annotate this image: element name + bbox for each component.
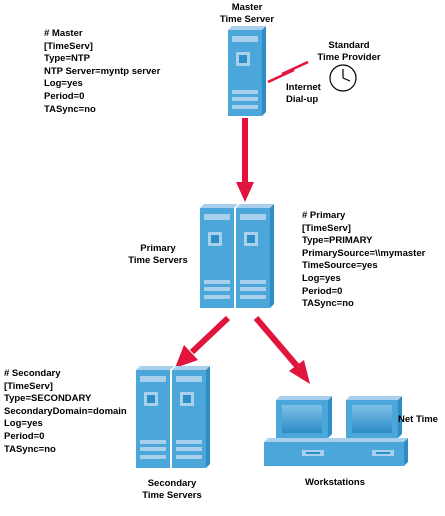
link-label-line: Internet xyxy=(286,82,321,93)
primary-config: # Primary [TimeServ] Type=PRIMARY Primar… xyxy=(302,210,425,311)
config-line: [TimeServ] xyxy=(302,222,351,234)
arrow-primary-to-workstations xyxy=(253,316,310,384)
config-line: SecondaryDomain=domain xyxy=(4,405,127,417)
config-line: Period=0 xyxy=(302,285,343,297)
primary-label-line: Primary xyxy=(140,243,176,254)
secondary-label-line: Time Servers xyxy=(142,490,202,501)
master-server-icon xyxy=(228,26,266,116)
clock-icon xyxy=(329,64,357,92)
arrow-master-to-primary xyxy=(236,118,254,202)
config-line: Log=yes xyxy=(4,418,43,430)
config-line: [TimeServ] xyxy=(4,380,53,392)
config-line: NTP Server=myntp server xyxy=(44,65,161,77)
link-label-line: Dial-up xyxy=(286,94,319,105)
primary-label-line: Time Servers xyxy=(128,255,188,266)
master-label: Master Time Server xyxy=(212,2,282,26)
config-line: Period=0 xyxy=(44,90,85,102)
config-line: Type=SECONDARY xyxy=(4,393,92,405)
config-line: TASync=no xyxy=(302,298,354,310)
workstation-icon xyxy=(264,396,408,466)
master-label-line: Master xyxy=(231,2,263,13)
arrow-primary-to-secondary xyxy=(175,315,231,368)
config-line: Log=yes xyxy=(302,272,341,284)
provider-label-line: Standard xyxy=(328,40,370,51)
config-line: Type=PRIMARY xyxy=(302,235,373,247)
config-line: Period=0 xyxy=(4,430,45,442)
config-line: PrimarySource=\\mymaster xyxy=(302,247,426,259)
primary-server-icon xyxy=(200,204,274,308)
secondary-server-icon xyxy=(136,366,210,468)
provider-label-line: Time Provider xyxy=(317,52,381,63)
net-time-label: Net Time xyxy=(398,414,438,425)
secondary-config: # Secondary [TimeServ] Type=SECONDARY Se… xyxy=(4,368,127,456)
config-line: # Primary xyxy=(302,210,346,221)
standard-provider-label: Standard Time Provider xyxy=(306,40,392,64)
config-line: Type=NTP xyxy=(44,53,91,65)
config-line: Log=yes xyxy=(44,78,83,90)
primary-label: Primary Time Servers xyxy=(116,243,200,267)
secondary-label-line: Secondary xyxy=(147,478,197,489)
secondary-label: Secondary Time Servers xyxy=(124,478,220,502)
config-line: [TimeServ] xyxy=(44,40,93,52)
config-line: # Master xyxy=(44,28,83,39)
master-config: # Master [TimeServ] Type=NTP NTP Server=… xyxy=(44,28,160,116)
config-line: TASync=no xyxy=(4,443,56,455)
config-line: # Secondary xyxy=(4,368,61,379)
lightning-link-icon xyxy=(267,60,309,84)
internet-dialup-label: Internet Dial-up xyxy=(286,82,321,106)
config-line: TimeSource=yes xyxy=(302,260,378,272)
config-line: TASync=no xyxy=(44,103,96,115)
master-label-line: Time Server xyxy=(219,14,275,25)
workstations-label: Workstations xyxy=(304,477,365,488)
